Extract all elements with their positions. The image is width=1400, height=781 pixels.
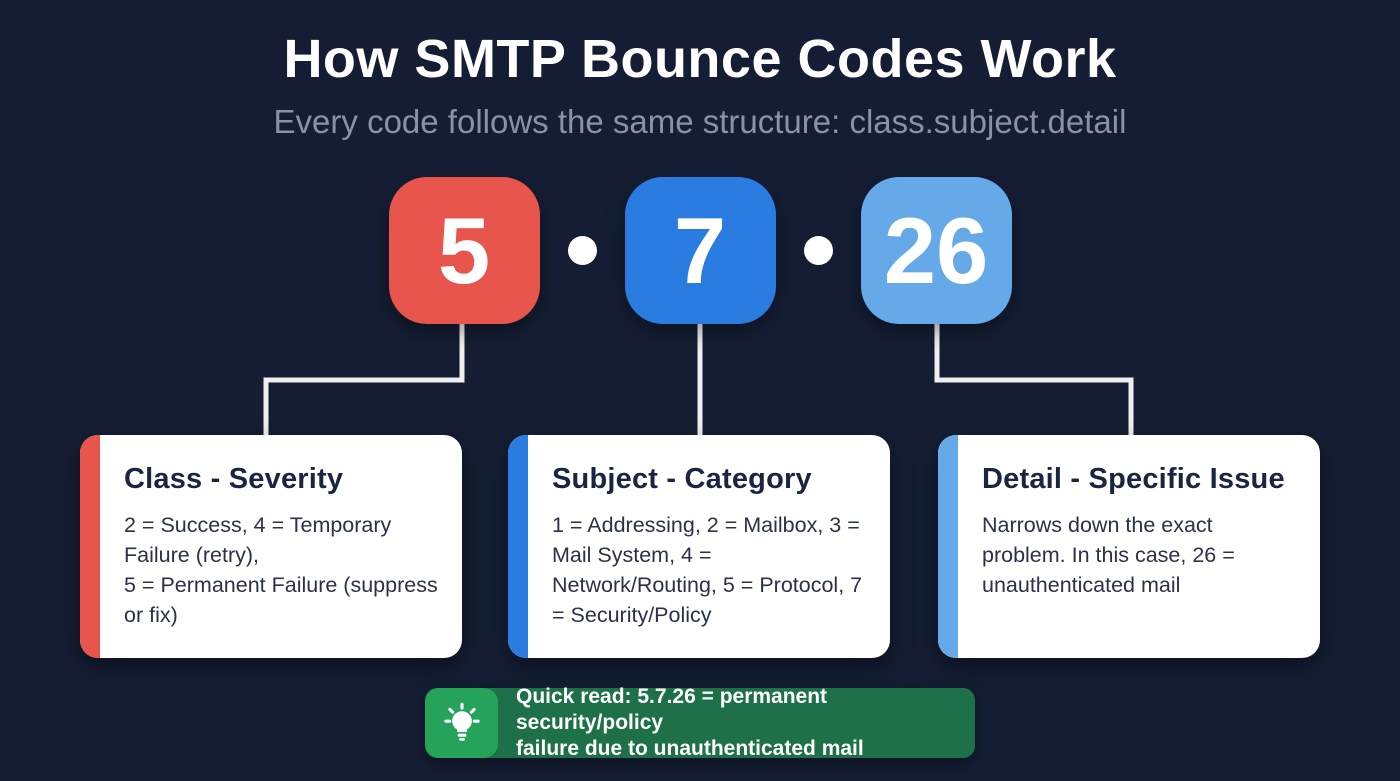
code-box-class: 5 <box>388 177 540 324</box>
card-detail-specific-issue: Detail - Specific Issue Narrows down the… <box>938 435 1320 658</box>
card-title: Subject - Category <box>552 463 812 495</box>
code-box-subject: 7 <box>624 177 776 324</box>
code-box-detail: 26 <box>860 177 1012 324</box>
connector-detail <box>934 322 1134 440</box>
card-content: Class - Severity 2 = Success, 4 = Tempor… <box>100 435 462 658</box>
separator-dot-2 <box>803 236 833 265</box>
card-accent-bar <box>80 435 100 658</box>
page-title: How SMTP Bounce Codes Work <box>283 29 1117 89</box>
card-content: Subject - Category 1 = Addressing, 2 = M… <box>528 435 890 658</box>
card-class-severity: Class - Severity 2 = Success, 4 = Tempor… <box>80 435 462 658</box>
code-value-subject: 7 <box>673 197 727 303</box>
card-accent-bar <box>508 435 528 658</box>
code-value-class: 5 <box>437 197 491 303</box>
quick-read-banner: Quick read: 5.7.26 = permanent security/… <box>425 685 975 760</box>
banner-text: Quick read: 5.7.26 = permanent security/… <box>516 685 864 760</box>
card-subject-category: Subject - Category 1 = Addressing, 2 = M… <box>508 435 890 658</box>
connector-class <box>263 322 465 440</box>
card-body: Narrows down the exact problem. In this … <box>982 513 1235 597</box>
card-accent-bar <box>938 435 958 658</box>
code-row: 5 7 26 <box>0 177 1400 324</box>
card-title: Class - Severity <box>124 463 344 495</box>
card-body: 1 = Addressing, 2 = Mailbox, 3 = Mail Sy… <box>552 513 863 627</box>
card-title: Detail - Specific Issue <box>982 463 1285 495</box>
code-value-detail: 26 <box>883 197 989 303</box>
card-body: 2 = Success, 4 = Temporary Failure (retr… <box>124 513 438 627</box>
lightbulb-icon <box>443 702 480 741</box>
banner-icon-box <box>425 688 498 758</box>
separator-dot-1 <box>567 236 597 265</box>
card-content: Detail - Specific Issue Narrows down the… <box>958 435 1320 658</box>
page-subtitle: Every code follows the same structure: c… <box>273 103 1127 140</box>
